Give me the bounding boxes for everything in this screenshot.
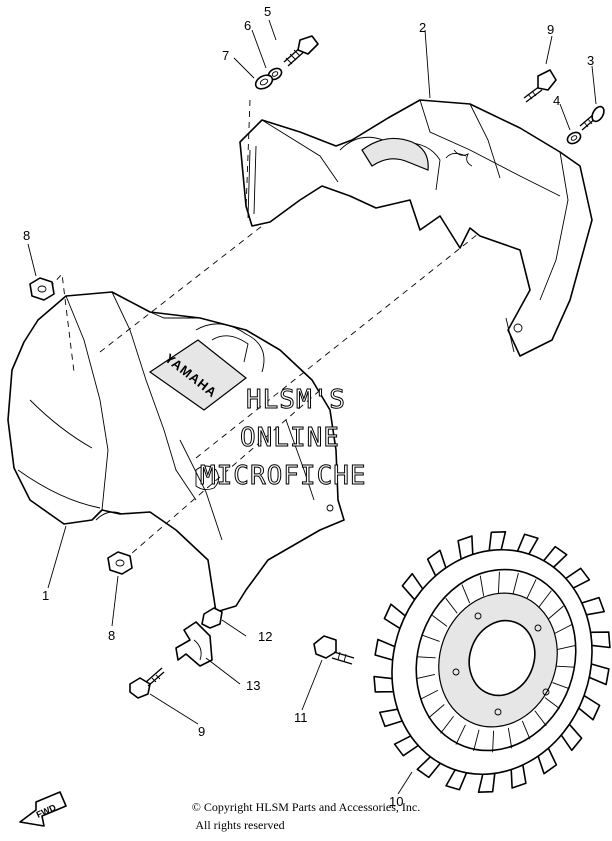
flywheel-fin [588,663,610,686]
flywheel-rib [440,715,454,734]
flywheel-rib [432,615,448,627]
bolt-9-upper [523,69,557,103]
alignment-lines [41,99,479,561]
bolt-9-lower [129,667,165,699]
watermark-line-1: HLSM'S [246,385,346,415]
callout-4: 4 [553,93,560,108]
flywheel-rib [417,656,436,659]
flywheel-rib [461,584,471,604]
flywheel-rib [445,597,458,614]
main-shroud [7,291,345,613]
flywheel-rib [544,697,560,709]
callout-8-lower: 8 [108,628,115,643]
flywheel-rib [455,724,466,745]
nut-8-lower [107,551,133,575]
flywheel-ribs [416,571,576,753]
washer-7 [254,74,274,90]
flywheel-rib [507,727,513,749]
watermark-line-2: ONLINE [240,423,340,453]
flywheel-rib [420,689,439,700]
callout-12: 12 [258,629,272,644]
bushing-12 [201,607,223,629]
screw-3 [579,105,605,131]
flywheel-rib [534,710,547,727]
callout-9-lower: 9 [198,724,205,739]
callout-5: 5 [264,4,271,19]
callout-7: 7 [222,48,229,63]
flywheel-rib [526,579,537,600]
flywheel-rib [416,673,436,679]
flywheel [373,531,611,793]
callout-13: 13 [246,678,260,693]
flywheel-rib [473,729,480,752]
callout-8-upper: 8 [23,228,30,243]
callouts: 5 6 7 2 9 3 4 8 1 8 12 13 9 11 10 [23,4,594,809]
callout-10: 10 [389,794,403,809]
bolt-11 [313,635,355,665]
washer-4 [566,131,582,145]
clip-13 [175,621,213,667]
nut-8-upper [29,277,55,301]
callout-2: 2 [419,20,426,35]
flywheel-rib [521,720,531,740]
copyright-line-1: © Copyright HLSM Parts and Accessories, … [191,800,421,814]
flywheel-rib [422,634,440,642]
upper-fan-cover [239,99,593,357]
flywheel-fin [373,675,395,693]
flywheel-fin [477,772,496,793]
callout-11: 11 [294,710,308,725]
callout-3: 3 [587,53,594,68]
watermark-line-3: MICROFICHE [200,461,367,491]
copyright-line-2: All rights reserved [195,818,285,832]
callout-9-upper: 9 [547,22,554,37]
callout-1: 1 [42,588,49,603]
flywheel-rib [492,730,495,753]
flywheel-rib [538,590,552,609]
bolt-5 [283,35,319,67]
watermark: HLSM'S ONLINE MICROFICHE [200,385,367,492]
flywheel-rib [479,575,485,597]
callout-6: 6 [244,18,251,33]
flywheel-fin [374,638,396,661]
flywheel-rib [512,572,519,595]
flywheel-rib [553,624,572,635]
flywheel-rib [556,665,575,668]
flywheel-rib [428,704,445,719]
flywheel-fin [589,631,611,649]
leader-lines [27,19,597,795]
flywheel-rib [556,645,576,651]
flywheel-rib [552,682,570,690]
fwd-arrow: FWD [19,791,67,827]
flywheel-fin [488,531,507,552]
flywheel-rib [497,571,500,594]
flywheel-rib [547,605,564,620]
